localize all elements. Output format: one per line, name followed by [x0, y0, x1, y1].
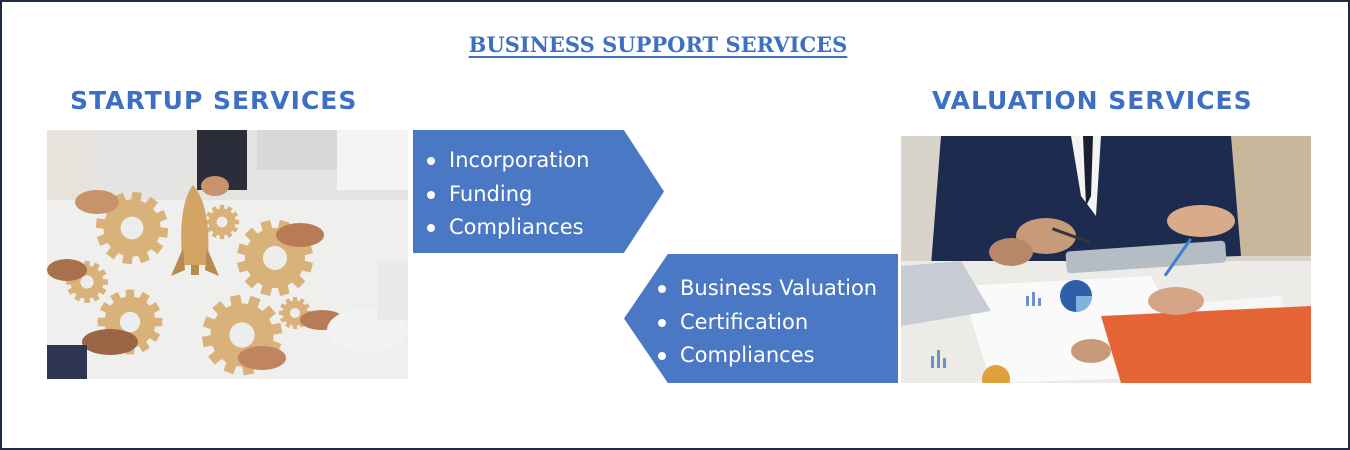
list-item: Funding — [427, 178, 589, 212]
list-item-label: Compliances — [680, 343, 815, 367]
list-item: Certification — [658, 306, 877, 340]
gears-teamwork-illustration — [47, 130, 408, 379]
list-item: Compliances — [658, 339, 877, 373]
startup-services-heading: STARTUP SERVICES — [70, 86, 358, 115]
page-title: BUSINESS SUPPORT SERVICES — [468, 32, 848, 57]
bullet-icon — [658, 352, 666, 360]
business-meeting-illustration — [901, 136, 1311, 383]
startup-services-list: Incorporation Funding Compliances — [427, 144, 589, 245]
list-item: Incorporation — [427, 144, 589, 178]
list-item: Business Valuation — [658, 272, 877, 306]
bullet-icon — [427, 157, 435, 165]
valuation-services-list: Business Valuation Certification Complia… — [658, 272, 877, 373]
bullet-icon — [658, 285, 666, 293]
list-item: Compliances — [427, 211, 589, 245]
startup-services-arrow: Incorporation Funding Compliances — [413, 130, 664, 253]
list-item-label: Business Valuation — [680, 276, 878, 300]
valuation-services-heading: VALUATION SERVICES — [932, 86, 1253, 115]
valuation-services-arrow: Business Valuation Certification Complia… — [624, 254, 898, 383]
list-item-label: Incorporation — [449, 148, 590, 172]
bullet-icon — [427, 224, 435, 232]
valuation-photo — [901, 136, 1311, 383]
bullet-icon — [658, 318, 666, 327]
list-item-label: Certification — [680, 309, 809, 334]
bullet-icon — [427, 190, 435, 199]
startup-photo — [47, 130, 408, 379]
list-item-label: Funding — [449, 181, 533, 206]
list-item-label: Compliances — [449, 215, 584, 239]
